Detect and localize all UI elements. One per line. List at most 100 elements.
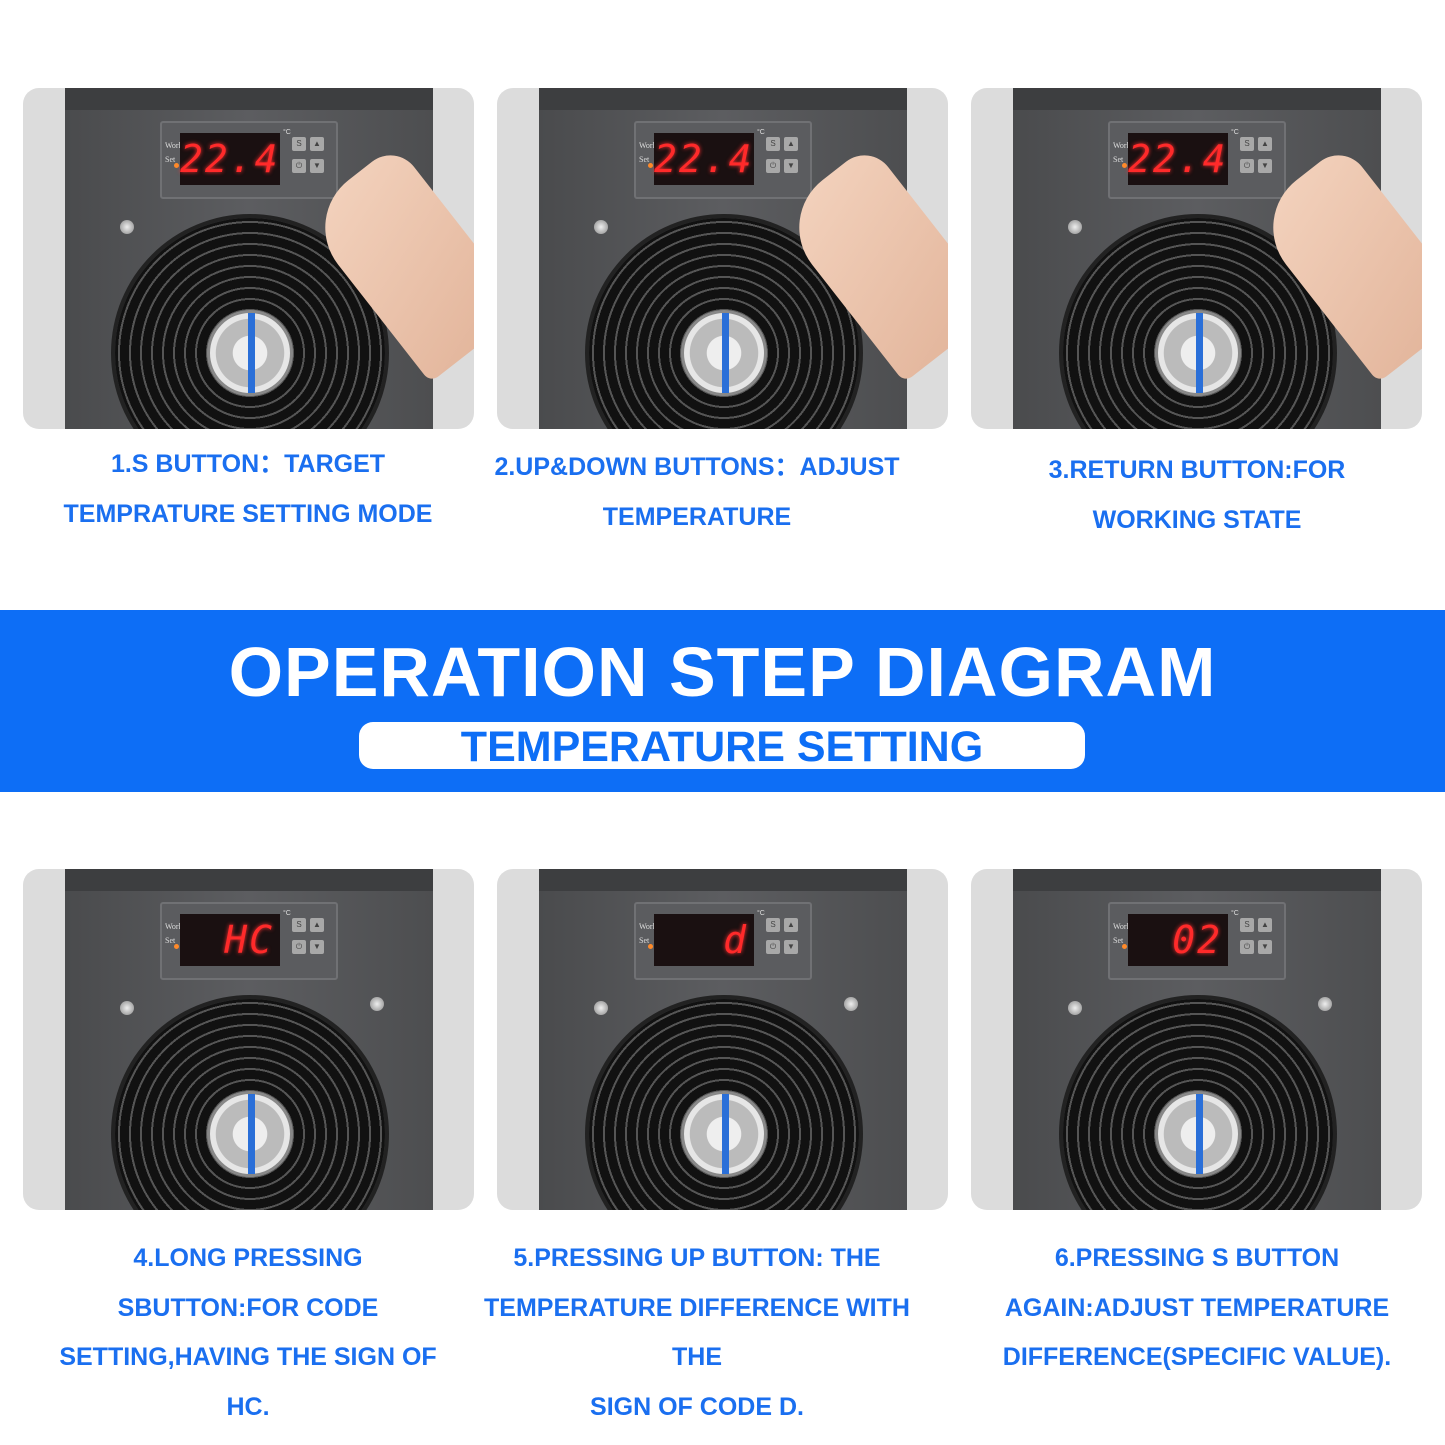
s-button: S	[766, 137, 780, 151]
work-label: Work	[639, 922, 657, 931]
status-led	[174, 163, 179, 168]
power-button-icon: ⏻	[292, 159, 306, 173]
fan-grille-icon	[115, 999, 385, 1210]
temperature-display: 22.4	[1128, 133, 1228, 185]
work-label: Work	[165, 141, 183, 150]
step-caption-3: 3.RETURN BUTTON:FOR WORKING STATE	[957, 446, 1437, 545]
down-button-icon: ▼	[310, 940, 324, 954]
set-label: Set	[1113, 155, 1124, 164]
s-button: S	[766, 918, 780, 932]
status-led	[1122, 944, 1127, 949]
fan-hub-icon	[1155, 310, 1241, 396]
screw-icon	[370, 997, 384, 1011]
step-caption-1: 1.S BUTTON：TARGET TEMPRATURE SETTING MODE	[8, 440, 488, 539]
screw-icon	[1318, 997, 1332, 1011]
set-label: Set	[639, 936, 650, 945]
caption-line: 2.UP&DOWN BUTTONS：ADJUST	[494, 453, 900, 481]
fan-grille-icon	[589, 999, 859, 1210]
screw-icon	[594, 220, 608, 234]
screw-icon	[120, 1001, 134, 1015]
caption-line: 6.PRESSING S BUTTON	[1054, 1244, 1340, 1272]
caption-line: 4.LONG PRESSING	[133, 1244, 363, 1272]
up-button-icon: ▲	[1258, 918, 1272, 932]
caption-line: 3.RETURN BUTTON:FOR	[1048, 456, 1346, 484]
device-top-edge	[1013, 88, 1381, 110]
status-led	[648, 944, 653, 949]
up-button-icon: ▲	[784, 918, 798, 932]
screw-icon	[844, 997, 858, 1011]
device-top-edge	[65, 88, 433, 110]
work-label: Work	[1113, 141, 1131, 150]
caption-line: 5.PRESSING UP BUTTON: THE	[513, 1244, 881, 1272]
fan-hub-icon	[1155, 1091, 1241, 1177]
status-led	[174, 944, 179, 949]
power-button-icon: ⏻	[1240, 940, 1254, 954]
up-button-icon: ▲	[1258, 137, 1272, 151]
screw-icon	[120, 220, 134, 234]
screw-icon	[594, 1001, 608, 1015]
work-label: Work	[1113, 922, 1131, 931]
step-caption-2: 2.UP&DOWN BUTTONS：ADJUST TEMPERATURE	[457, 443, 937, 542]
device-top-edge	[65, 869, 433, 891]
unit-label: °C	[757, 910, 765, 917]
up-button-icon: ▲	[310, 137, 324, 151]
status-led	[1122, 163, 1127, 168]
set-label: Set	[165, 936, 176, 945]
fan-grille-icon	[1063, 218, 1333, 429]
caption-line: DIFFERENCE(SPECIFIC VALUE).	[1002, 1343, 1392, 1371]
set-label: Set	[639, 155, 650, 164]
fan-hub-icon	[681, 1091, 767, 1177]
unit-label: °C	[1231, 910, 1239, 917]
banner: OPERATION STEP DIAGRAM TEMPERATURE SETTI…	[0, 610, 1445, 792]
s-button: S	[292, 918, 306, 932]
work-label: Work	[639, 141, 657, 150]
caption-line: AGAIN:ADJUST TEMPERATURE	[1004, 1293, 1390, 1322]
step-caption-6: 6.PRESSING S BUTTON AGAIN:ADJUST TEMPERAT…	[957, 1234, 1437, 1383]
s-button: S	[1240, 137, 1254, 151]
unit-label: °C	[1231, 129, 1239, 136]
fan-hub-icon	[207, 1091, 293, 1177]
down-button-icon: ▼	[784, 940, 798, 954]
caption-line: SBUTTON:FOR CODE	[117, 1293, 379, 1322]
caption-line: TEMPERATURE DIFFERENCE WITH THE	[484, 1293, 910, 1372]
temperature-display: HC	[180, 914, 280, 966]
down-button-icon: ▼	[310, 159, 324, 173]
caption-line: HC.	[226, 1392, 270, 1421]
caption-line: WORKING STATE	[1092, 505, 1302, 534]
fan-grille-icon	[1063, 999, 1333, 1210]
set-label: Set	[165, 155, 176, 164]
unit-label: °C	[757, 129, 765, 136]
caption-line: 1.S BUTTON：TARGET	[110, 450, 386, 478]
power-button-icon: ⏻	[1240, 159, 1254, 173]
screw-icon	[1068, 220, 1082, 234]
device-top-edge	[539, 869, 907, 891]
step-caption-5: 5.PRESSING UP BUTTON: THE TEMPERATURE DIF…	[457, 1234, 937, 1432]
caption-line: TEMPRATURE SETTING MODE	[63, 499, 433, 528]
down-button-icon: ▼	[1258, 940, 1272, 954]
unit-label: °C	[283, 910, 291, 917]
power-button-icon: ⏻	[766, 159, 780, 173]
set-label: Set	[1113, 936, 1124, 945]
temperature-display: 22.4	[654, 133, 754, 185]
s-button: S	[292, 137, 306, 151]
power-button-icon: ⏻	[766, 940, 780, 954]
temperature-display: 22.4	[180, 133, 280, 185]
device-top-edge	[1013, 869, 1381, 891]
caption-line: TEMPERATURE	[602, 502, 792, 531]
unit-label: °C	[283, 129, 291, 136]
s-button: S	[1240, 918, 1254, 932]
work-label: Work	[165, 922, 183, 931]
